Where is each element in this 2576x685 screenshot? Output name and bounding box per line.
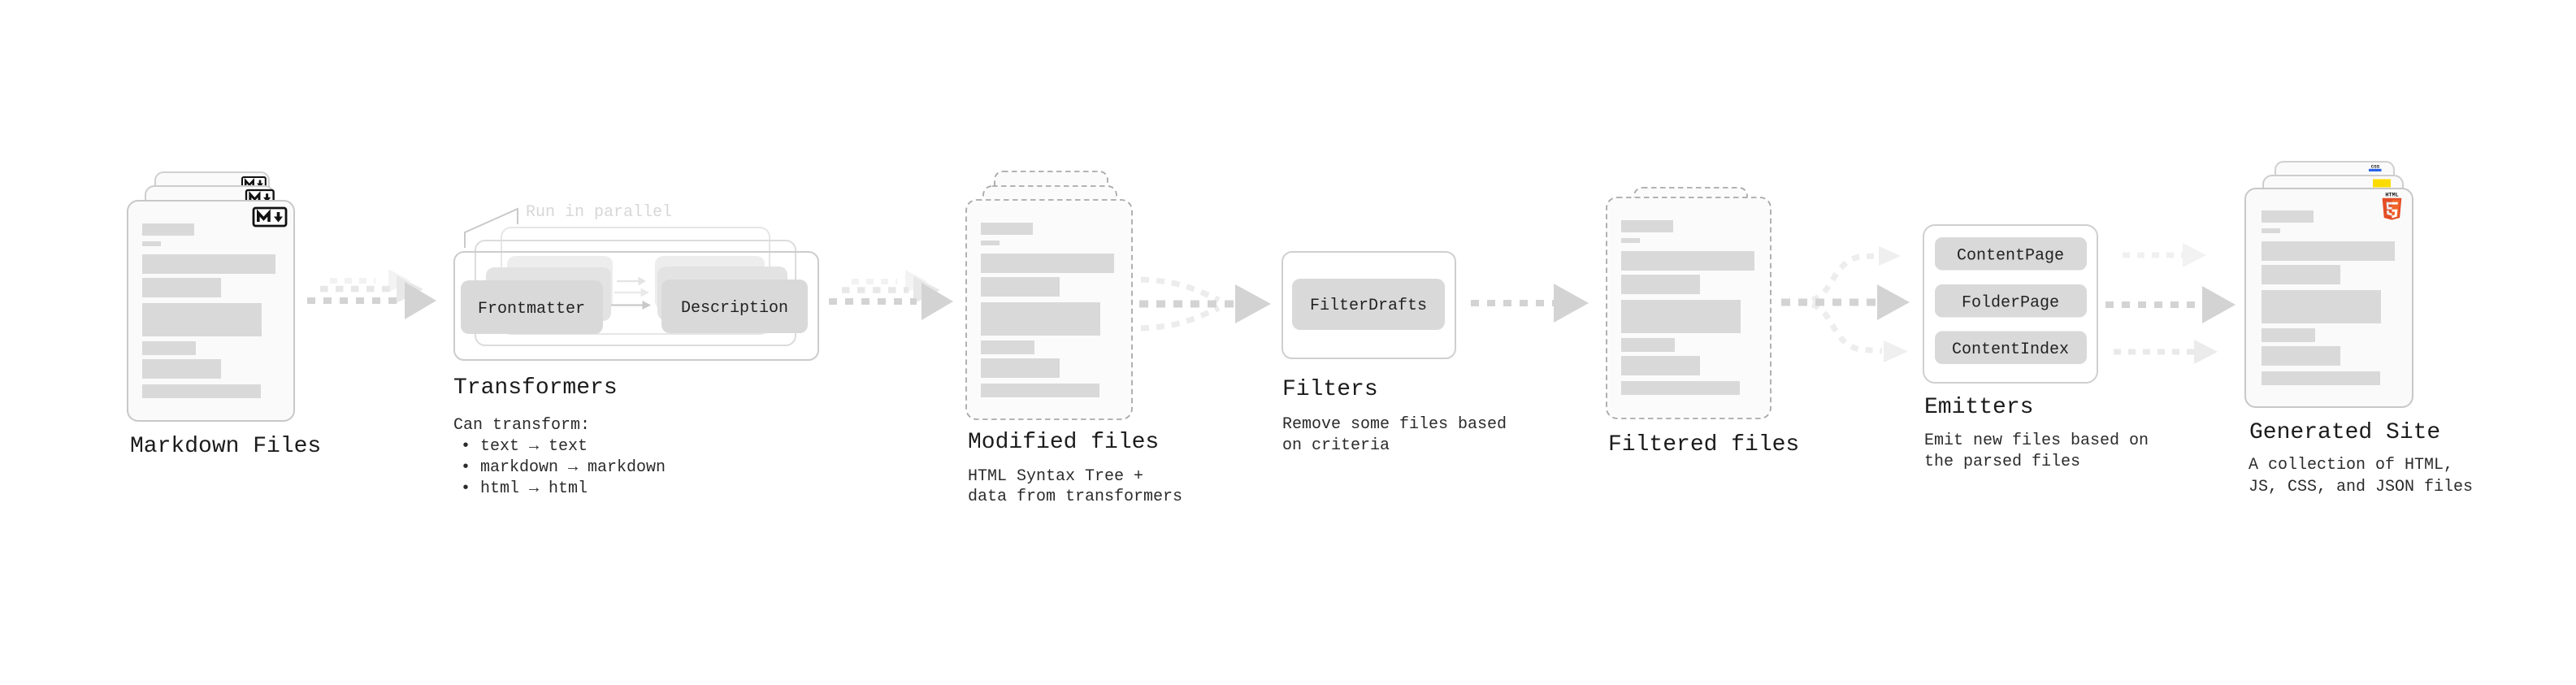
- svg-text:Transformers: Transformers: [453, 375, 618, 401]
- svg-text:Emitters: Emitters: [1924, 395, 2033, 420]
- svg-text:Run in parallel: Run in parallel: [526, 203, 672, 222]
- svg-text:• markdown → markdown: • markdown → markdown: [461, 458, 666, 477]
- svg-text:Can transform:: Can transform:: [453, 416, 590, 435]
- svg-text:Description: Description: [681, 299, 788, 318]
- svg-text:Frontmatter: Frontmatter: [478, 300, 585, 319]
- svg-text:• html → html: • html → html: [461, 479, 588, 498]
- svg-text:FolderPage: FolderPage: [1962, 294, 2059, 313]
- svg-text:Modified files: Modified files: [968, 430, 1159, 455]
- svg-text:Markdown Files: Markdown Files: [130, 434, 321, 459]
- svg-text:FilterDrafts: FilterDrafts: [1310, 297, 1427, 315]
- svg-text:ContentIndex: ContentIndex: [1952, 340, 2069, 359]
- svg-text:on criteria: on criteria: [1282, 436, 1390, 455]
- svg-text:JS, CSS, and JSON files: JS, CSS, and JSON files: [2249, 478, 2473, 496]
- svg-text:Generated Site: Generated Site: [2249, 420, 2440, 445]
- svg-text:Remove some files based: Remove some files based: [1282, 415, 1507, 434]
- svg-text:HTML Syntax Tree +: HTML Syntax Tree +: [968, 467, 1143, 486]
- svg-text:Emit new files based on: Emit new files based on: [1924, 431, 2149, 450]
- svg-text:• text → text: • text → text: [461, 437, 588, 456]
- svg-text:the parsed files: the parsed files: [1924, 453, 2080, 471]
- svg-text:Filters: Filters: [1282, 377, 1378, 402]
- svg-text:Filtered files: Filtered files: [1608, 432, 1799, 457]
- svg-text:ContentPage: ContentPage: [1957, 247, 2064, 266]
- svg-text:A collection of HTML,: A collection of HTML,: [2249, 456, 2453, 475]
- svg-text:data from transformers: data from transformers: [968, 488, 1182, 506]
